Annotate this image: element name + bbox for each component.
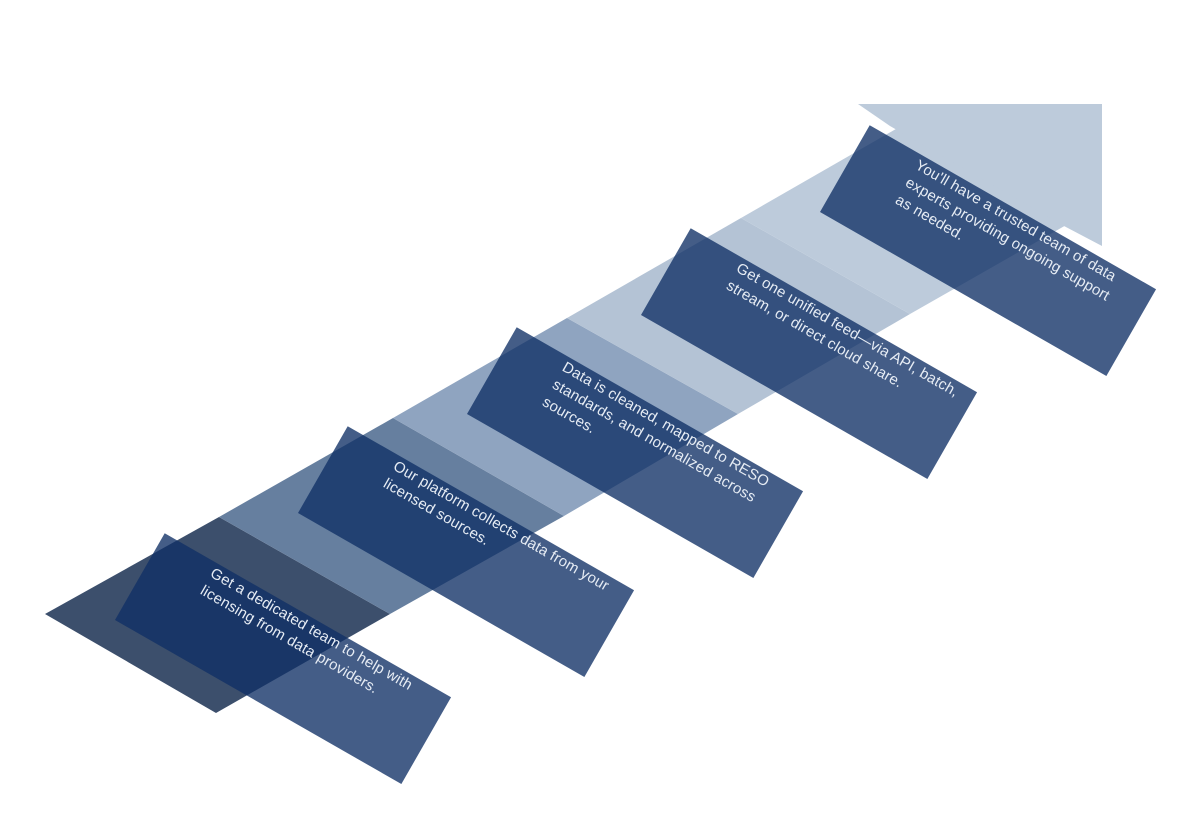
- arrow-head: [858, 104, 1102, 246]
- step-card-3-panel: [467, 327, 804, 579]
- step-cards: Get a dedicated team to help with licens…: [115, 125, 1157, 785]
- step-card-4-panel: [641, 228, 978, 480]
- step-card-1-panel: [115, 533, 452, 785]
- step-card-2-panel: [298, 426, 635, 678]
- step-card-5-panel: [820, 125, 1157, 377]
